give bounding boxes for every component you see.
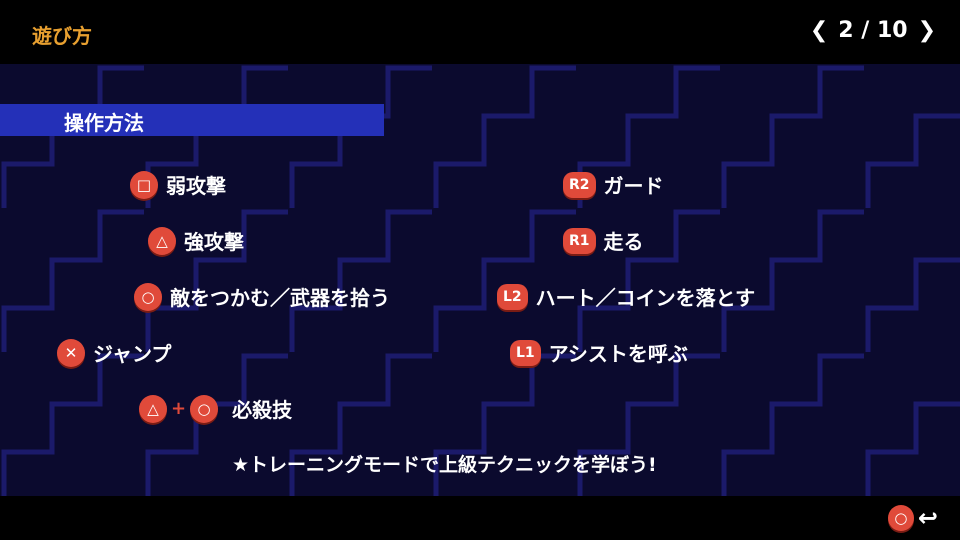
- r2-button-icon: R2: [563, 171, 596, 198]
- back-button[interactable]: ○ ↩: [887, 504, 938, 532]
- control-label: 走る: [603, 230, 644, 254]
- return-arrow-icon: ↩: [917, 504, 938, 532]
- zigzag-background: [0, 64, 960, 496]
- control-label: ハート／コインを落とす: [535, 286, 756, 310]
- screen-title: 遊び方: [32, 24, 92, 48]
- top-bar: 遊び方 ❮ 2 / 10 ❯: [0, 0, 960, 64]
- control-weak-attack: □ 弱攻撃: [130, 170, 226, 199]
- triangle-button-icon: △: [139, 394, 167, 423]
- control-label: 弱攻撃: [166, 174, 226, 198]
- control-label: 敵をつかむ／武器を拾う: [170, 286, 390, 310]
- control-run: R1 走る: [563, 226, 644, 255]
- control-guard: R2 ガード: [563, 170, 664, 199]
- control-label: ジャンプ: [93, 342, 172, 366]
- plus-icon: +: [171, 398, 187, 419]
- l1-button-icon: L1: [510, 339, 541, 366]
- control-label: 強攻撃: [184, 230, 244, 254]
- circle-button-icon: ○: [134, 282, 162, 311]
- content-panel: 操作方法 □ 弱攻撃 △ 強攻撃 ○ 敵をつかむ／武器を拾う ✕ ジャンプ △ …: [0, 64, 960, 496]
- triangle-button-icon: △: [148, 226, 176, 255]
- page-indicator: 2 / 10: [838, 18, 908, 43]
- l2-button-icon: L2: [497, 283, 528, 310]
- control-grab: ○ 敵をつかむ／武器を拾う: [134, 282, 390, 311]
- circle-button-icon: ○: [887, 505, 914, 531]
- control-drop: L2 ハート／コインを落とす: [497, 282, 755, 311]
- section-title: 操作方法: [64, 111, 144, 135]
- r1-button-icon: R1: [563, 227, 596, 254]
- page-navigator: ❮ 2 / 10 ❯: [810, 18, 936, 43]
- tip-text: ★トレーニングモードで上級テクニックを学ぼう!: [232, 454, 657, 476]
- control-strong-attack: △ 強攻撃: [148, 226, 244, 255]
- cross-button-icon: ✕: [57, 338, 85, 367]
- section-header: 操作方法: [0, 104, 384, 136]
- control-special: △ + ○ 必殺技: [139, 394, 292, 423]
- square-button-icon: □: [130, 170, 158, 199]
- next-page-icon[interactable]: ❯: [917, 18, 936, 43]
- control-jump: ✕ ジャンプ: [57, 338, 171, 367]
- prev-page-icon[interactable]: ❮: [809, 18, 829, 43]
- circle-button-icon: ○: [190, 394, 219, 423]
- control-assist: L1 アシストを呼ぶ: [510, 338, 688, 367]
- control-label: 必殺技: [232, 398, 293, 422]
- control-label: アシストを呼ぶ: [548, 342, 688, 366]
- control-label: ガード: [603, 174, 664, 198]
- bottom-bar: ○ ↩: [0, 496, 960, 540]
